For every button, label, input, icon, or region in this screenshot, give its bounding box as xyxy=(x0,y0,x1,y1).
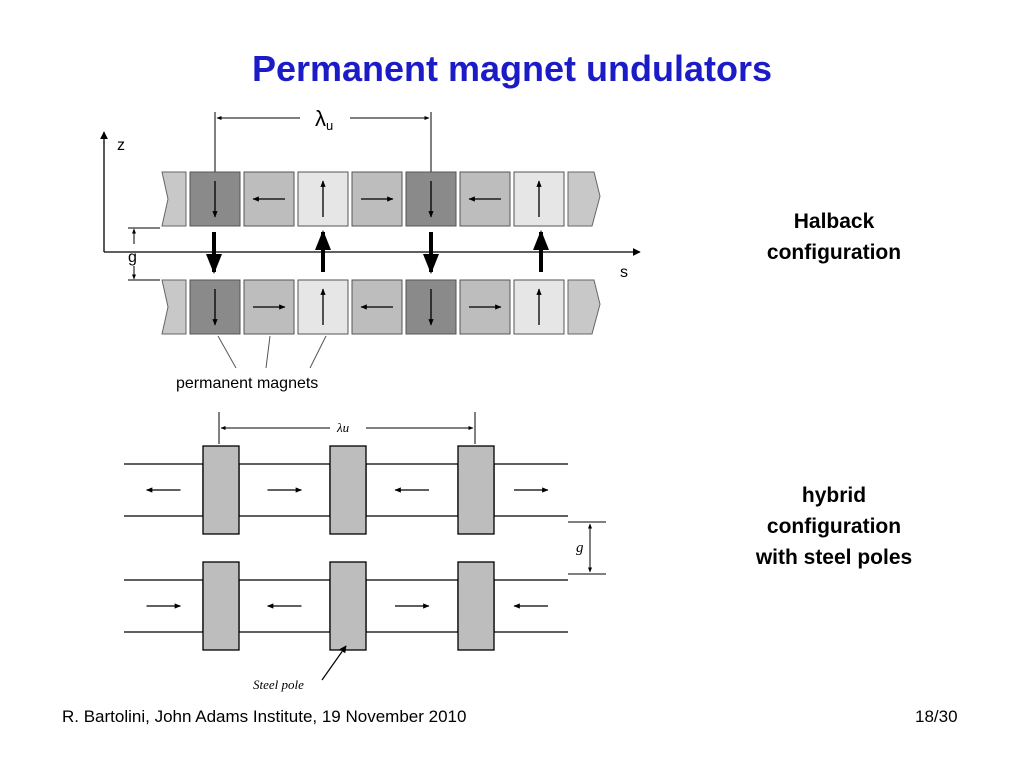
halbach-label-line-2: configuration xyxy=(766,241,902,264)
steel-pole xyxy=(329,561,367,651)
steel-pole xyxy=(457,445,495,535)
hybrid-gap-label: g xyxy=(576,540,584,556)
hybrid-label-line-2: configuration xyxy=(766,515,902,538)
undulator-diagram: z s g λu permanent magnets λu xyxy=(100,106,641,692)
hybrid-label-line-3: with steel poles xyxy=(755,546,913,569)
footer-credit: R. Bartolini, John Adams Institute, 19 N… xyxy=(62,707,467,726)
hybrid-diagram: λu g Steel pole xyxy=(124,412,606,692)
steel-pole-caption: Steel pole xyxy=(253,677,304,692)
permanent-magnets-caption: permanent magnets xyxy=(176,375,318,392)
steel-pole xyxy=(329,445,367,535)
s-axis-label: s xyxy=(620,264,628,281)
steel-pole xyxy=(202,445,240,535)
slide-title: Permanent magnet undulators xyxy=(251,48,773,89)
hybrid-label: hybrid configuration with steel poles xyxy=(724,480,944,573)
hybrid-top-row xyxy=(124,445,568,535)
halbach-edge-block xyxy=(161,171,187,227)
halbach-bottom-row xyxy=(161,279,601,335)
steel-pole xyxy=(457,561,495,651)
hybrid-label-line-1: hybrid xyxy=(801,484,867,507)
gap-label: g xyxy=(128,249,137,266)
halbach-edge-block xyxy=(567,171,601,227)
magnet-leader-1 xyxy=(217,335,237,369)
magnet-leader-2 xyxy=(265,335,271,369)
hybrid-magnet-block xyxy=(365,463,459,517)
hybrid-bottom-row xyxy=(124,561,568,651)
page-number: 18/30 xyxy=(915,707,958,726)
steel-pole-pointer xyxy=(321,645,347,681)
hybrid-lambda-label: λu xyxy=(336,420,350,435)
halbach-edge-block xyxy=(161,279,187,335)
halbach-label-line-1: Halback xyxy=(793,210,875,233)
steel-pole xyxy=(202,561,240,651)
hybrid-magnet-block xyxy=(365,579,459,633)
halbach-field-arrows xyxy=(206,230,549,274)
magnet-leader-3 xyxy=(309,335,327,369)
lambda-u-label: λu xyxy=(315,106,333,133)
hybrid-magnet-block xyxy=(238,463,331,517)
halbach-edge-block xyxy=(567,279,601,335)
hybrid-magnet-block xyxy=(238,579,331,633)
halbach-diagram: z s g λu permanent magnets xyxy=(100,106,641,392)
z-axis-label: z xyxy=(117,137,125,154)
halbach-top-row xyxy=(161,171,601,227)
halbach-label: Halback configuration xyxy=(734,206,934,268)
